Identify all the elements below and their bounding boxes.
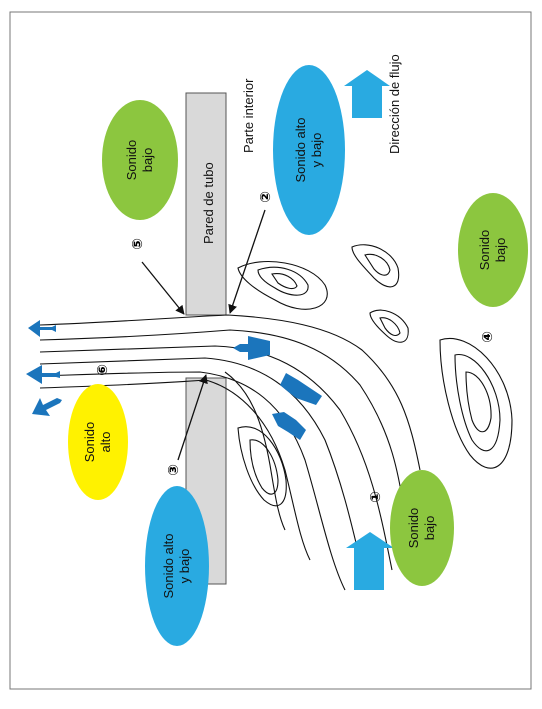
sound-bubble-low-bottom: Sonido bajo [390, 470, 454, 586]
flow-arrow-legend [344, 70, 390, 118]
svg-text:y bajo: y bajo [177, 549, 192, 584]
vortex-loops [237, 244, 513, 507]
interior-label: Parte interior [241, 78, 256, 153]
sound-bubble-high-mid: Sonido alto [68, 384, 128, 500]
blue-arrow [28, 320, 56, 337]
blue-arrow [32, 398, 62, 416]
svg-text:Sonido: Sonido [124, 140, 139, 180]
blue-arrow [26, 365, 60, 384]
streamlines [39, 314, 421, 591]
frame [9, 11, 532, 690]
pipe-wall-label: Pared de tubo [201, 162, 216, 244]
blue-arrow [280, 373, 322, 405]
marker-5: ⑤ [130, 238, 146, 250]
blue-arrow [233, 336, 270, 360]
flow-arrows [26, 70, 394, 590]
svg-text:alto: alto [98, 432, 113, 453]
blue-arrow [272, 412, 306, 440]
svg-text:Sonido: Sonido [477, 230, 492, 270]
marker-3: ③ [166, 464, 182, 476]
marker-1: ① [368, 491, 384, 503]
sound-bubble-low-top: Sonido bajo [102, 100, 178, 220]
flow-direction-label: Dirección de flujo [387, 54, 402, 154]
marker-2: ② [258, 191, 274, 203]
marker-4: ④ [480, 331, 496, 343]
marker-6: ⑥ [95, 364, 111, 376]
sound-bubble-high-low-top: Sonido alto y bajo [273, 65, 345, 235]
sound-bubble-high-low-bottom: Sonido alto y bajo [145, 486, 209, 646]
sound-bubble-low-right: Sonido bajo [458, 193, 528, 307]
svg-text:bajo: bajo [140, 148, 155, 173]
svg-text:Sonido: Sonido [406, 508, 421, 548]
pipe-wall-upper [185, 92, 227, 316]
svg-text:Sonido alto: Sonido alto [161, 533, 176, 598]
svg-text:bajo: bajo [493, 238, 508, 263]
svg-text:bajo: bajo [422, 516, 437, 541]
flow-arrow-bottom [346, 532, 394, 590]
svg-text:y bajo: y bajo [309, 133, 324, 168]
callout-arrows [141, 209, 266, 461]
svg-text:Sonido alto: Sonido alto [293, 117, 308, 182]
svg-text:Sonido: Sonido [82, 422, 97, 462]
